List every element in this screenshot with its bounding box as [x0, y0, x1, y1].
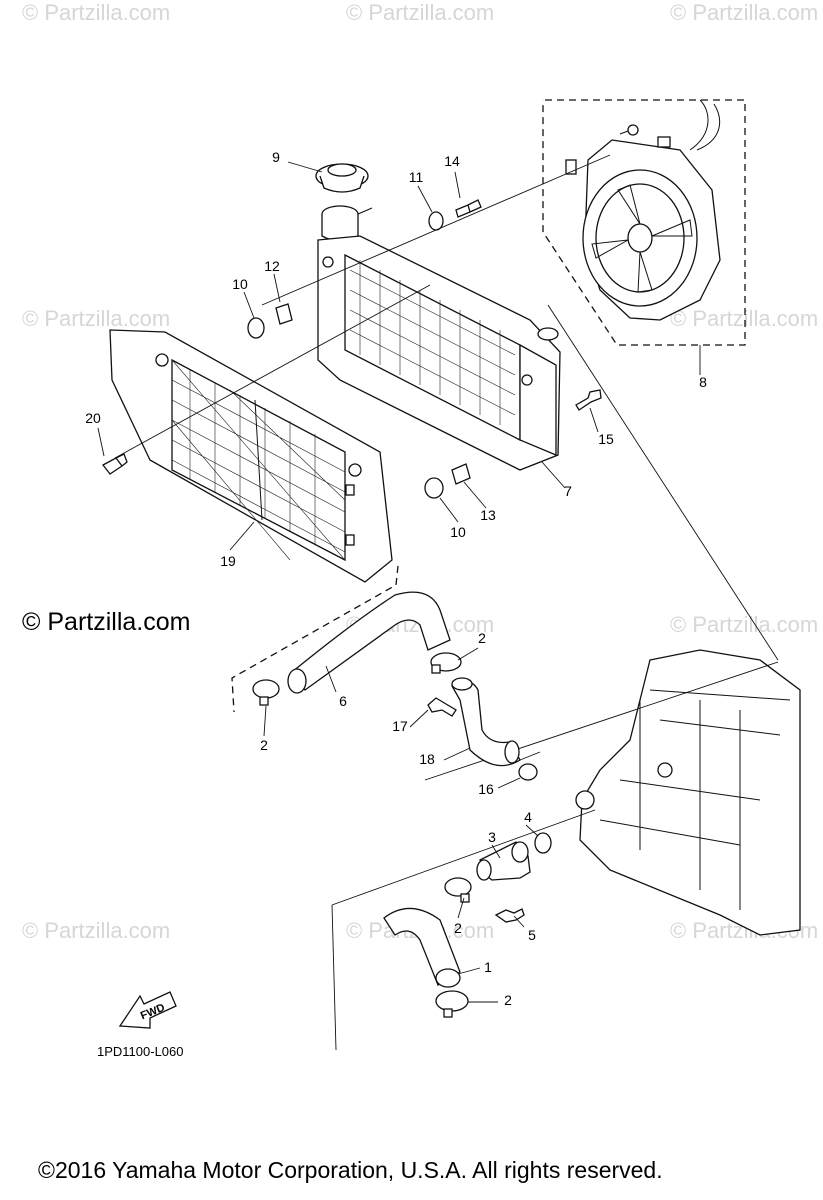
- callout-4: 4: [524, 809, 532, 825]
- callout-2: 2: [478, 630, 486, 646]
- hose-18: [451, 677, 521, 767]
- callout-2: 2: [260, 737, 268, 753]
- bolt-20: [102, 453, 128, 475]
- callout-17: 17: [392, 718, 408, 734]
- callout-18: 18: [419, 751, 435, 767]
- callout-1: 1: [484, 959, 492, 975]
- callout-15: 15: [598, 431, 614, 447]
- bolt-5: [494, 908, 525, 923]
- callout-12: 12: [264, 258, 280, 274]
- clamp-2b: [252, 679, 280, 706]
- callout-5: 5: [528, 927, 536, 943]
- pipe-3: [476, 841, 531, 881]
- watermark: © Partzilla.com: [670, 612, 819, 637]
- collar-13: [451, 463, 471, 485]
- callout-3: 3: [488, 829, 496, 845]
- clamp-2a: [430, 652, 462, 674]
- clamp-2d: [435, 990, 469, 1018]
- callout-14: 14: [444, 153, 460, 169]
- guard-boundary: [231, 565, 399, 713]
- watermark: © Partzilla.com: [22, 306, 171, 331]
- filler-neck: [321, 205, 373, 242]
- grommet-10b: [424, 477, 444, 499]
- callout-8: 8: [699, 374, 707, 390]
- callout-11: 11: [408, 169, 424, 185]
- fan-assembly: [565, 99, 721, 321]
- callout-2: 2: [454, 920, 462, 936]
- collar-12: [275, 303, 293, 325]
- drawing-code: 1PD1100-L060: [97, 1044, 184, 1059]
- watermark: © Partzilla.com: [22, 0, 171, 25]
- bolt-17: [427, 697, 457, 717]
- radiator-guard: [109, 329, 393, 583]
- radiator-cap: [315, 163, 369, 193]
- callout-leaders: [97, 161, 701, 1003]
- brand-label: © Partzilla.com: [22, 608, 191, 636]
- radiator: [317, 235, 561, 471]
- callout-10: 10: [232, 276, 248, 292]
- fwd-arrow-icon: FWD: [118, 991, 177, 1029]
- fan-assembly-boundary: [542, 99, 746, 346]
- small-parts: [102, 199, 602, 499]
- hose-6: [287, 591, 451, 694]
- grommet-10a: [247, 317, 265, 339]
- clamp-2c: [444, 877, 472, 903]
- engine-block: [575, 649, 801, 936]
- watermark: © Partzilla.com: [670, 0, 819, 25]
- callout-7: 7: [564, 483, 572, 499]
- o-ring-4: [534, 832, 552, 854]
- callout-10: 10: [450, 524, 466, 540]
- callout-13: 13: [480, 507, 496, 523]
- callout-19: 19: [220, 553, 236, 569]
- grommet-11: [428, 211, 444, 231]
- bolt-15: [575, 389, 602, 411]
- callout-9: 9: [272, 149, 280, 165]
- callout-2: 2: [504, 992, 512, 1008]
- bolt-14: [455, 199, 482, 218]
- watermark: © Partzilla.com: [670, 306, 819, 331]
- callout-16: 16: [478, 781, 494, 797]
- hose-1: [383, 907, 461, 988]
- o-ring-16: [518, 763, 538, 781]
- callout-20: 20: [85, 410, 101, 426]
- callout-6: 6: [339, 693, 347, 709]
- copyright-notice: ©2016 Yamaha Motor Corporation, U.S.A. A…: [38, 1157, 663, 1183]
- watermark: © Partzilla.com: [22, 918, 171, 943]
- watermark: © Partzilla.com: [346, 0, 495, 25]
